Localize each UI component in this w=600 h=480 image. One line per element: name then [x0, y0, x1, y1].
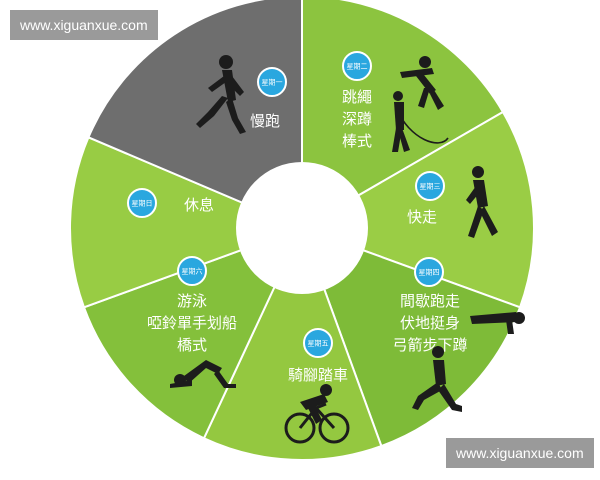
day-badge-3 [415, 171, 445, 201]
day-badge-5 [303, 328, 333, 358]
day-badge-7 [127, 188, 157, 218]
day-badge-6 [177, 256, 207, 286]
push-up-icon [470, 312, 525, 334]
segment-4 [202, 225, 383, 461]
segment-2 [299, 110, 535, 309]
jump-rope-icon [392, 56, 449, 152]
exercise-label: 游泳 [177, 292, 207, 310]
author-credit: @阿森聊一聊 [456, 411, 529, 425]
exercise-label: 騎腳踏車 [288, 366, 348, 384]
cyclist-icon [284, 384, 350, 444]
segment-7 [87, 0, 303, 230]
exercise-label: 弓箭步下蹲 [392, 336, 467, 354]
day-badge-label: 星期六 [182, 267, 203, 276]
day-badge-label: 星期三 [420, 183, 441, 191]
segment-3 [300, 226, 522, 448]
segment-6 [69, 136, 305, 309]
runner-icon [196, 55, 246, 134]
exercise-label: 間歇跑走 [400, 292, 460, 310]
exercise-label: 跳繩 [342, 88, 372, 106]
segment-5 [82, 226, 304, 440]
segments-layer [69, 0, 535, 461]
icons-layer [170, 55, 525, 444]
exercise-label: 伏地挺身 [400, 314, 460, 332]
exercise-label: 橋式 [177, 336, 207, 354]
day-badge-4 [414, 257, 444, 287]
bridge-pose-icon [170, 360, 236, 388]
walker-icon [466, 166, 498, 238]
center-hole [236, 162, 368, 294]
exercise-label: 棒式 [342, 132, 372, 150]
exercise-label: 深蹲 [342, 110, 372, 128]
watermark-bottom: www.xiguanxue.com [446, 438, 594, 468]
day-badge-label: 星期日 [132, 200, 153, 208]
exercise-label: 啞鈴單手划船 [147, 314, 237, 332]
day-badge-2 [342, 51, 372, 81]
watermark-top: www.xiguanxue.com [10, 10, 158, 40]
day-badge-label: 星期四 [419, 269, 440, 277]
day-badge-label: 星期二 [347, 63, 368, 71]
lunge-icon [412, 346, 462, 412]
exercise-label: 快走 [407, 208, 437, 226]
exercise-label: 休息 [184, 196, 214, 214]
exercise-label: 慢跑 [250, 112, 280, 130]
day-badge-label: 星期五 [308, 340, 329, 348]
day-badge-label: 星期一 [262, 79, 283, 87]
day-badge-1 [257, 67, 287, 97]
